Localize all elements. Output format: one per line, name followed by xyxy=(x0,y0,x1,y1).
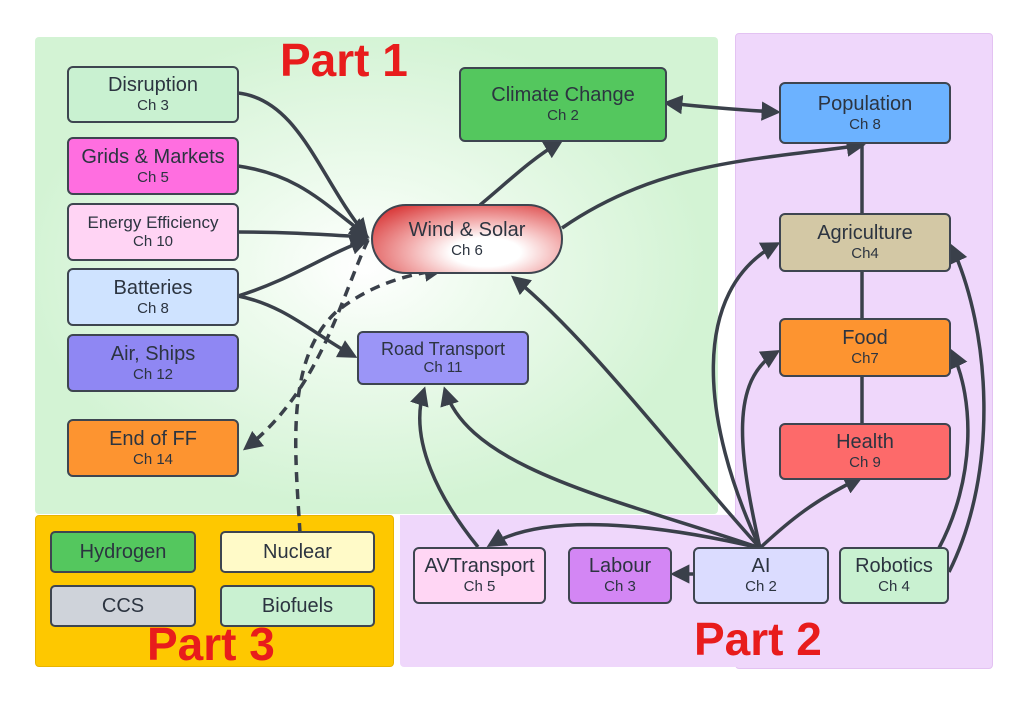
part-3-title: Part 3 xyxy=(147,618,275,670)
edge-ai-road-transport xyxy=(440,386,761,550)
node-chapter: Ch 5 xyxy=(463,578,496,595)
node-title: Food xyxy=(842,327,888,349)
node-title: Labour xyxy=(588,555,652,577)
node-labour[interactable]: Labour Ch 3 xyxy=(568,547,672,604)
node-grids-markets[interactable]: Grids & Markets Ch 5 xyxy=(67,137,239,195)
node-title: Climate Change xyxy=(491,84,635,106)
node-title: Disruption xyxy=(107,74,199,96)
node-end-of-ff[interactable]: End of FF Ch 14 xyxy=(67,419,239,477)
node-title: Agriculture xyxy=(817,222,913,244)
edge-robotics-agriculture xyxy=(947,243,986,573)
edge-wind-solar-end-of-ff xyxy=(242,239,370,451)
node-chapter: Ch 12 xyxy=(132,365,174,383)
node-chapter: Ch 8 xyxy=(849,115,881,133)
node-health[interactable]: Health Ch 9 xyxy=(779,423,951,480)
edge-nuclear-wind-solar xyxy=(293,262,444,534)
node-food[interactable]: Food Ch7 xyxy=(779,318,951,377)
node-chapter: Ch7 xyxy=(851,350,879,367)
node-chapter: Ch 3 xyxy=(137,97,169,114)
node-chapter: Ch 5 xyxy=(137,168,169,186)
node-chapter: Ch 4 xyxy=(878,578,910,595)
node-title: Grids & Markets xyxy=(81,145,225,168)
edge-robotics-food xyxy=(937,348,970,549)
node-av-transport[interactable]: AVTransport Ch 5 xyxy=(413,547,546,604)
tech-ccs[interactable]: CCS xyxy=(50,585,196,627)
node-chapter: Ch 2 xyxy=(547,107,579,124)
edge-wind-solar-climate xyxy=(478,140,564,207)
edge-ai-wind-solar xyxy=(511,275,762,550)
node-climate-change[interactable]: Climate Change Ch 2 xyxy=(459,67,667,142)
node-title: Robotics xyxy=(855,555,933,577)
node-chapter: Ch4 xyxy=(851,245,879,262)
node-road-transport[interactable]: Road Transport Ch 11 xyxy=(357,331,529,385)
part-1-title: Part 1 xyxy=(280,34,408,86)
node-title: End of FF xyxy=(109,427,197,450)
tech-nuclear[interactable]: Nuclear xyxy=(220,531,375,573)
edge-ai-agriculture xyxy=(711,242,781,549)
edge-ai-food xyxy=(740,350,781,549)
edge-wind-solar-population xyxy=(561,137,866,230)
edge-grids-wind-solar xyxy=(237,164,370,238)
node-batteries[interactable]: Batteries Ch 8 xyxy=(67,268,239,326)
edge-batteries-road-transport xyxy=(237,294,358,358)
node-chapter: Ch 9 xyxy=(849,454,881,471)
node-title: Air, Ships xyxy=(110,342,196,365)
edge-av-transport-road xyxy=(410,386,480,549)
node-energy-efficiency[interactable]: Energy Efficiency Ch 10 xyxy=(67,203,239,261)
node-title: AVTransport xyxy=(424,555,535,577)
edge-climate-population xyxy=(663,95,781,121)
node-chapter: Ch 2 xyxy=(745,578,777,595)
tech-biofuels[interactable]: Biofuels xyxy=(220,585,375,627)
node-title: Health xyxy=(836,431,894,453)
node-agriculture[interactable]: Agriculture Ch4 xyxy=(779,213,951,272)
node-chapter: Ch 8 xyxy=(137,299,169,317)
node-air-ships[interactable]: Air, Ships Ch 12 xyxy=(67,334,239,392)
node-robotics[interactable]: Robotics Ch 4 xyxy=(839,547,949,604)
node-chapter: Ch 6 xyxy=(451,241,483,259)
edge-ai-health xyxy=(758,476,864,550)
node-ai[interactable]: AI Ch 2 xyxy=(693,547,829,604)
edge-ai-av-transport xyxy=(486,522,761,550)
tech-hydrogen[interactable]: Hydrogen xyxy=(50,531,196,573)
node-wind-solar[interactable]: Wind & Solar Ch 6 xyxy=(371,204,563,274)
part-2-title: Part 2 xyxy=(694,613,822,665)
node-title: AI xyxy=(751,555,771,577)
node-title: Wind & Solar xyxy=(408,218,526,241)
node-chapter: Ch 14 xyxy=(132,450,174,468)
edge-batteries-wind-solar xyxy=(237,236,370,298)
edge-efficiency-wind-solar xyxy=(237,226,370,246)
node-chapter: Ch 3 xyxy=(604,578,636,595)
node-title: Energy Efficiency xyxy=(87,213,219,233)
node-title: Batteries xyxy=(113,276,193,299)
node-chapter: Ch 11 xyxy=(423,359,463,377)
node-population[interactable]: Population Ch 8 xyxy=(779,82,951,144)
node-chapter: Ch 10 xyxy=(132,232,174,250)
node-title: Road Transport xyxy=(380,338,506,359)
node-title: Population xyxy=(817,92,913,115)
node-disruption[interactable]: Disruption Ch 3 xyxy=(67,66,239,123)
edge-disruption-wind-solar xyxy=(237,91,369,238)
